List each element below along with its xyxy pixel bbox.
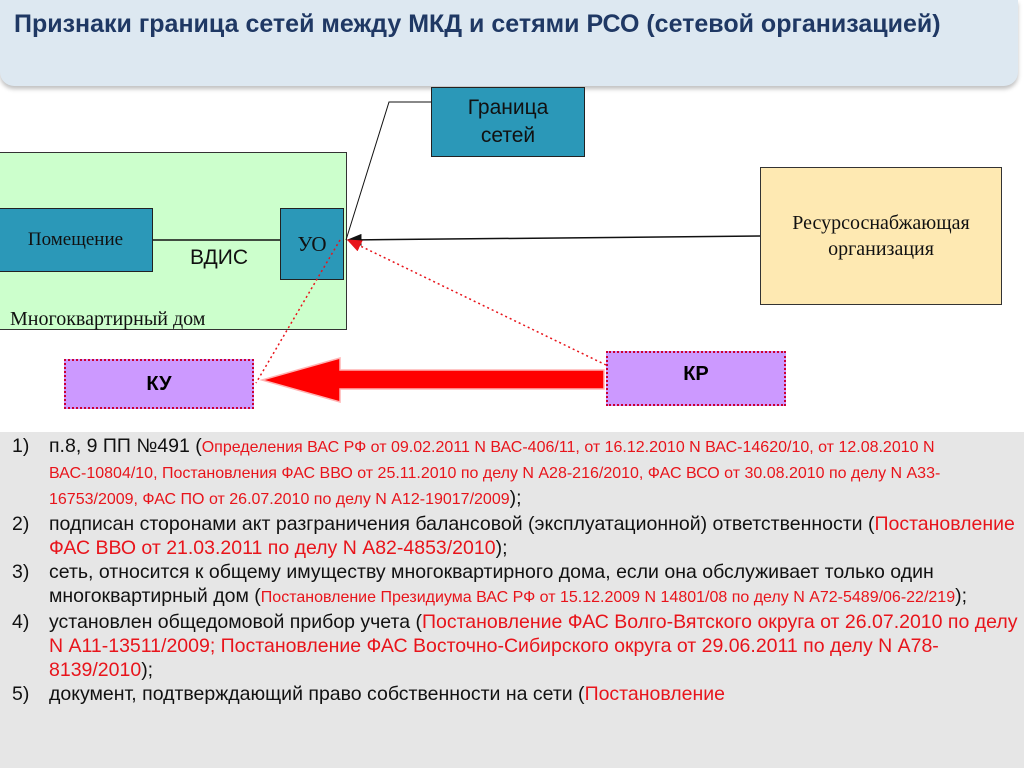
network-border-label: Граница сетей: [467, 96, 549, 147]
network-border-box: Граница сетей: [431, 87, 585, 157]
criteria-panel: [0, 432, 1024, 768]
criteria-item-number: 5): [12, 683, 30, 705]
criteria-item-number: 4): [12, 611, 30, 633]
criteria-item-1: 1) п.8, 9 ПП №491 (Определения ВАС РФ от…: [0, 434, 1024, 512]
resource-supply-org-label: Ресурсоснабжающая организация: [792, 212, 970, 260]
criteria-item-number: 1): [12, 435, 30, 457]
criteria-item-text: сеть, относится к общему имуществу много…: [49, 561, 934, 607]
rso-to-uo-arrow: [346, 233, 761, 246]
title-banner: Признаки граница сетей между МКД и сетям…: [0, 0, 1018, 86]
criteria-item-2: 2) подписан сторонами акт разграничения …: [0, 512, 1024, 560]
criteria-item-end: );: [141, 659, 154, 681]
criteria-item-number: 3): [12, 561, 30, 583]
criteria-item-text: документ, подтверждающий право собственн…: [49, 683, 585, 705]
kr-box: КР: [606, 351, 786, 406]
uo-box: УО: [280, 208, 344, 280]
criteria-item-end: );: [509, 487, 522, 509]
room-box: Помещение: [0, 208, 153, 272]
vdis-label: ВДИС: [190, 246, 249, 269]
network-border-callout: [345, 101, 431, 241]
page-title: Признаки граница сетей между МКД и сетям…: [14, 10, 941, 38]
criteria-item-text: установлен общедомовой прибор учета (: [49, 611, 422, 633]
criteria-item-reference: Определения ВАС РФ от 09.02.2011 N ВАС-4…: [49, 439, 941, 508]
kr-to-ku-arrow: [259, 357, 605, 403]
criteria-item-end: );: [955, 585, 968, 607]
criteria-item-5: 5) документ, подтверждающий право собств…: [0, 682, 1024, 706]
resource-supply-org-box: Ресурсоснабжающая организация: [760, 167, 1002, 305]
criteria-item-number: 2): [12, 513, 30, 535]
criteria-item-reference: Постановление ФАС Волго-Вятского округа …: [49, 611, 1018, 681]
criteria-item-4: 4) установлен общедомовой прибор учета (…: [0, 610, 1024, 682]
criteria-item-reference: Постановление Президиума ВАС РФ от 15.12…: [260, 589, 956, 606]
criteria-item-3: 3) сеть, относится к общему имуществу мн…: [0, 560, 1024, 610]
ku-box: КУ: [64, 359, 254, 409]
criteria-item-text: подписан сторонами акт разграничения бал…: [49, 513, 875, 535]
kr-uo-dotted-line: [346, 239, 607, 366]
criteria-item-reference: Постановление ФАС ВВО от 21.03.2011 по д…: [49, 513, 1015, 559]
apartment-building-label: Многоквартирный дом: [10, 308, 206, 330]
criteria-item-end: );: [495, 537, 508, 559]
criteria-item-reference: Постановление: [584, 683, 725, 705]
criteria-item-text: п.8, 9 ПП №491 (: [49, 435, 202, 457]
criteria-list: 1) п.8, 9 ПП №491 (Определения ВАС РФ от…: [0, 432, 1024, 706]
